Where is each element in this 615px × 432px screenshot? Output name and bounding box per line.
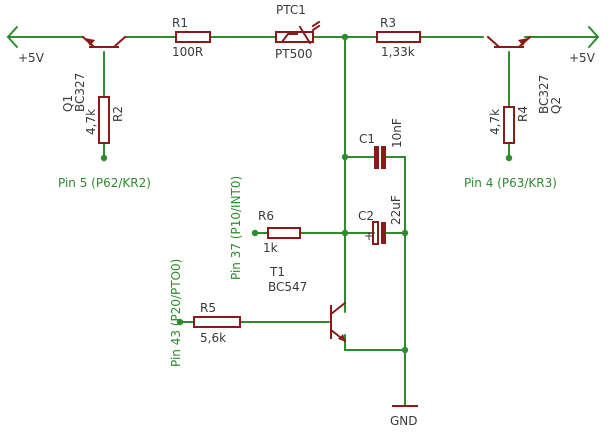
pin37-label: Pin 37 (P10/INT0): [229, 176, 243, 280]
vcc-left-label: +5V: [18, 51, 45, 65]
r4-name: R4: [516, 106, 530, 122]
pin5-label: Pin 5 (P62/KR2): [58, 176, 151, 190]
junction-c2-right: [401, 229, 409, 237]
junction-top: [341, 33, 349, 41]
pin43-terminal: [176, 318, 184, 326]
capacitor-c2[interactable]: [372, 221, 386, 245]
transistor-q1[interactable]: [81, 35, 127, 48]
c2-name: C2: [358, 209, 374, 223]
pin5-terminal: [100, 154, 108, 162]
r1-name: R1: [172, 16, 188, 30]
c1-name: C1: [359, 132, 375, 146]
resistor-r3[interactable]: [376, 31, 421, 43]
ptc1-value: PT500: [275, 47, 312, 61]
r3-name: R3: [380, 16, 396, 30]
r6-value: 1k: [263, 241, 278, 255]
junction-gnd-rail: [401, 346, 409, 354]
r5-name: R5: [200, 301, 216, 315]
r6-name: R6: [258, 209, 274, 223]
ptc1-name: PTC1: [276, 3, 306, 17]
r2-name: R2: [111, 106, 125, 122]
junctions: [100, 33, 513, 354]
r2-value: 4,7k: [84, 109, 98, 135]
q2-value: BC327: [537, 75, 551, 114]
resistor-r4[interactable]: [503, 106, 515, 144]
resistor-r2[interactable]: [98, 96, 110, 144]
wire-vcc-left-arrow: [6, 26, 18, 48]
q2-name: Q2: [549, 97, 563, 114]
wire-vcc-right-arrow: [588, 26, 600, 48]
wire-t1-emitter: [344, 334, 406, 351]
r5-value: 5,6k: [200, 331, 226, 345]
q1-value: BC327: [73, 73, 87, 112]
junction-c1-left: [341, 153, 349, 161]
r3-value: 1,33k: [381, 45, 415, 59]
r1-value: 100R: [172, 45, 203, 59]
junction-c2-left: [341, 229, 349, 237]
thermistor-ptc1[interactable]: [275, 20, 321, 45]
vcc-right-label: +5V: [569, 51, 596, 65]
pin4-label: Pin 4 (P63/KR3): [464, 176, 557, 190]
q1-name: Q1: [61, 95, 75, 112]
resistor-r5[interactable]: [193, 316, 241, 328]
capacitor-c1[interactable]: [374, 146, 386, 169]
gnd-label: GND: [390, 414, 418, 428]
c2-value: 22uF: [389, 195, 403, 225]
transistor-t1[interactable]: [329, 301, 347, 343]
t1-name: T1: [269, 265, 285, 279]
r4-value: 4,7k: [488, 109, 502, 135]
pin43-label: Pin 43 (P20/PTO0): [169, 259, 183, 367]
c1-value: 10nF: [390, 118, 404, 148]
resistor-r6[interactable]: [267, 227, 301, 239]
pin37-terminal: [251, 229, 259, 237]
pin4-terminal: [505, 154, 513, 162]
t1-value: BC547: [268, 280, 307, 294]
c2-plus: +: [364, 229, 374, 243]
transistor-q2[interactable]: [486, 35, 532, 48]
wires: [6, 26, 600, 407]
resistor-r1[interactable]: [175, 31, 211, 43]
